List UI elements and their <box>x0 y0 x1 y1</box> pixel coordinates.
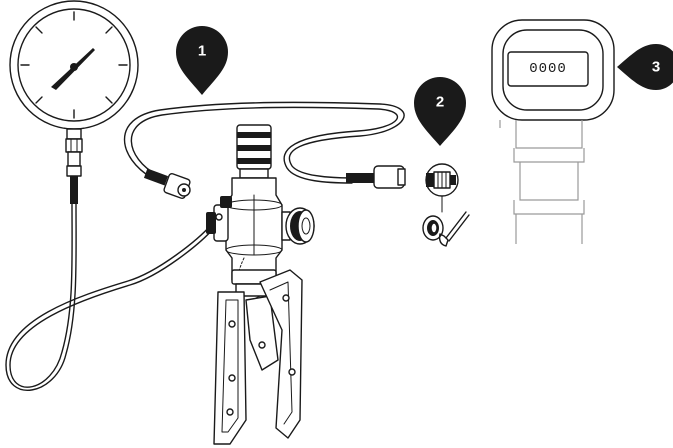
callout-1-marker <box>176 26 228 95</box>
gauge-needle-hub <box>70 63 78 71</box>
transmitter-display-value: 0000 <box>529 61 567 77</box>
wrench-icon <box>440 212 469 246</box>
gauge-hex-fitting <box>66 139 82 152</box>
pump-top-knob <box>237 125 271 178</box>
hose-fitting-left <box>144 169 191 200</box>
pressure-transmitter: 0000 <box>492 20 614 244</box>
callout-2-label: 2 <box>436 94 444 111</box>
callout-2: 2 <box>414 77 466 146</box>
callout-1: 1 <box>176 26 228 95</box>
pump-right-port <box>282 208 314 244</box>
callout-1-label: 1 <box>198 43 206 60</box>
hand-pump <box>206 125 314 444</box>
callout-3-marker <box>617 44 673 90</box>
gauge-hose-end <box>70 176 78 204</box>
adapter-fitting <box>426 164 458 212</box>
gauge-hose <box>6 204 214 390</box>
callout-2-marker <box>414 77 466 146</box>
pump-left-valve <box>206 196 232 241</box>
gauge-stem <box>67 129 81 139</box>
callout-3-label: 3 <box>652 59 660 76</box>
pump-left-handle <box>214 292 246 444</box>
pressure-gauge <box>10 1 138 204</box>
callout-3: 3 <box>617 44 673 90</box>
hose-fitting-right <box>346 166 405 188</box>
